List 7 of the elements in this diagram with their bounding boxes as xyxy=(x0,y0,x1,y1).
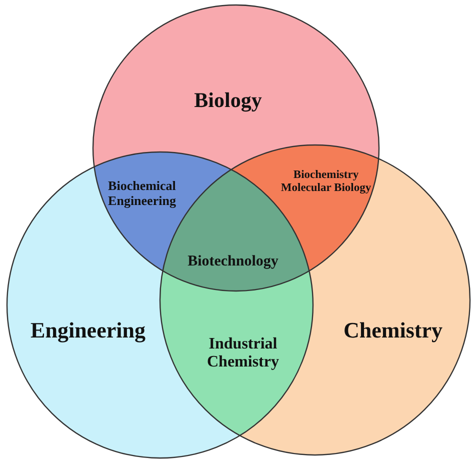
circle-label: Biology xyxy=(193,88,263,112)
region-label: Biochemical Engineering xyxy=(107,179,177,209)
circle-label: Engineering xyxy=(30,317,146,343)
region-label: Biochemistry Molecular Biology xyxy=(280,168,372,196)
region-label: Biotechnology xyxy=(186,253,280,271)
region-label: Industrial Chemistry xyxy=(206,336,280,372)
circle-label: Chemistry xyxy=(342,317,444,343)
